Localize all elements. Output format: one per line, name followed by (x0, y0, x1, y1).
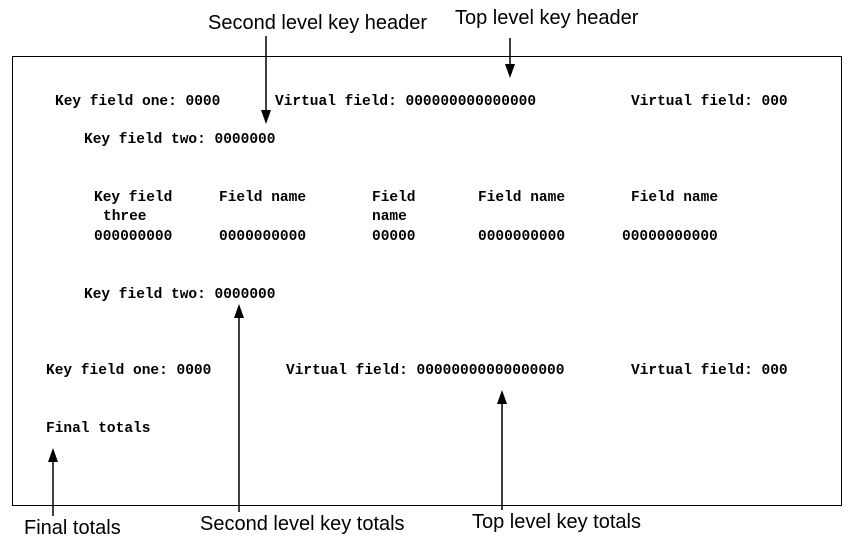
callout-second-level-key-totals: Second level key totals (200, 513, 405, 535)
report-frame (12, 56, 842, 506)
virtual-field-totals-1: Virtual field: 00000000000000000 (286, 363, 565, 379)
detail-cell-3: 00000 (372, 229, 416, 245)
arrowhead-second-level-totals (234, 304, 244, 318)
callout-second-level-key-header: Second level key header (208, 12, 428, 34)
callout-top-level-key-header: Top level key header (455, 7, 639, 29)
arrowhead-final-totals (48, 448, 58, 462)
key-field-one-header: Key field one: 0000 (55, 94, 221, 110)
final-totals-line: Final totals (46, 421, 151, 437)
detail-cell-5: 00000000000 (622, 229, 718, 245)
column-header-field-name-1: Field name (219, 190, 307, 206)
key-field-one-totals: Key field one: 0000 (46, 363, 212, 379)
column-header-key-field-three: Key field (94, 190, 173, 206)
detail-cell-4: 0000000000 (478, 229, 566, 245)
arrowhead-second-level-header (261, 110, 271, 124)
column-header-field-name-4: Field name (631, 190, 719, 206)
virtual-field-totals-2: Virtual field: 000 (631, 363, 788, 379)
virtual-field-header-1: Virtual field: 000000000000000 (275, 94, 537, 110)
column-header-field-name-2-line2: name (372, 209, 407, 225)
virtual-field-header-2: Virtual field: 000 (631, 94, 788, 110)
column-header-field-name-3: Field name (478, 190, 566, 206)
column-header-field-name-2: Field (372, 190, 416, 206)
detail-cell-1: 000000000 (94, 229, 173, 245)
detail-cell-2: 0000000000 (219, 229, 307, 245)
callout-final-totals: Final totals (24, 517, 121, 539)
callout-top-level-key-totals: Top level key totals (472, 511, 641, 533)
key-field-two-header: Key field two: 0000000 (84, 132, 276, 148)
arrowhead-top-level-header (505, 64, 515, 78)
key-field-two-totals: Key field two: 0000000 (84, 287, 276, 303)
arrowhead-top-level-totals (497, 390, 507, 404)
column-header-key-field-three-line2: three (103, 209, 147, 225)
